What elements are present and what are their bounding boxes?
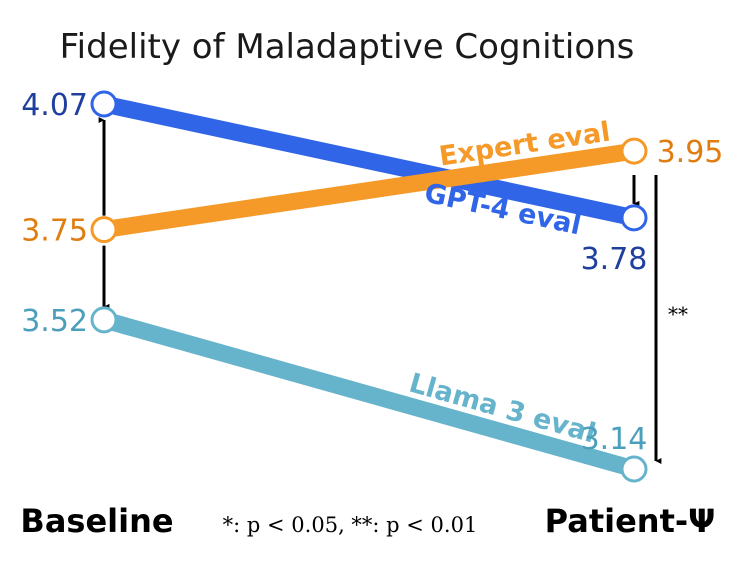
value-label-expert-eval-baseline: 3.75	[21, 214, 88, 249]
value-label-gpt-4-eval-baseline: 4.07	[21, 88, 88, 123]
point-marker-gpt-4-eval-patient	[620, 204, 648, 232]
series-lines	[95, 95, 643, 478]
point-marker-expert-eval-baseline	[90, 216, 118, 244]
x-category-baseline: Baseline	[20, 502, 173, 540]
x-category-patient-psi: Patient-Ψ	[545, 502, 716, 540]
significance-arrows: **	[98, 117, 688, 464]
significance-footnote: *: p < 0.05, **: p < 0.01	[223, 513, 478, 537]
point-marker-llama-3-eval-patient	[620, 455, 648, 483]
point-marker-llama-3-eval-baseline	[90, 306, 118, 334]
value-label-gpt-4-eval-patient: 3.78	[581, 242, 648, 277]
series-line-gpt-4-eval	[95, 95, 643, 227]
value-label-llama-3-eval-baseline: 3.52	[21, 304, 88, 339]
value-label-expert-eval-patient: 3.95	[657, 135, 724, 170]
series-line-expert-eval	[95, 142, 643, 239]
significance-marker: **	[668, 302, 688, 326]
point-markers	[90, 90, 648, 483]
point-marker-expert-eval-patient	[620, 137, 648, 165]
point-marker-gpt-4-eval-baseline	[90, 90, 118, 118]
value-label-llama-3-eval-patient: 3.14	[581, 422, 648, 457]
chart-title: Fidelity of Maladaptive Cognitions	[60, 27, 635, 67]
series-line-llama-3-eval	[95, 311, 643, 478]
